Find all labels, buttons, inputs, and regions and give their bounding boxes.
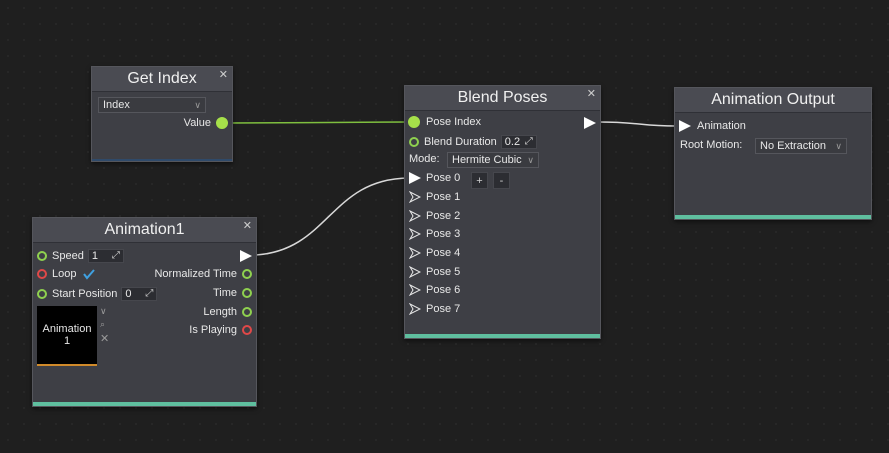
speed-value: 1	[91, 250, 98, 262]
pose-4-label: Pose 4	[426, 247, 461, 259]
blend-output-pin[interactable]	[584, 117, 596, 129]
chevron-down-icon: ∨	[835, 141, 842, 151]
speed-input-pin[interactable]	[37, 251, 47, 261]
time-output-pin[interactable]	[242, 288, 252, 298]
remove-pose-button[interactable]: -	[493, 172, 510, 189]
index-select-value: Index	[103, 99, 130, 111]
animation-output-title: Animation Output	[711, 91, 835, 108]
close-icon[interactable]: ✕	[218, 69, 228, 81]
loop-label: Loop	[52, 268, 77, 280]
root-motion-select[interactable]: No Extraction ∨	[755, 138, 847, 154]
wire-index-to-pose-index	[227, 121, 411, 124]
normalized-time-label: Normalized Time	[154, 268, 237, 280]
blend-poses-header[interactable]: Blend Poses ✕	[405, 86, 600, 111]
value-output-label: Value	[183, 117, 211, 129]
animation-asset-thumbnail[interactable]: Animation 1	[37, 306, 97, 366]
pose-5-label: Pose 5	[426, 266, 461, 278]
pose-3-input-pin[interactable]	[409, 228, 421, 240]
speed-field[interactable]: 1 ⤢	[87, 249, 124, 263]
start-position-label: Start Position	[52, 288, 118, 300]
check-icon	[83, 269, 96, 280]
pose-6-input-pin[interactable]	[409, 284, 421, 296]
get-index-node[interactable]: Get Index ✕ Index ∨ Value	[91, 66, 233, 162]
thumbnail-line2: 1	[63, 335, 71, 347]
blend-duration-field[interactable]: 0.2 ⤢	[500, 135, 537, 149]
length-label: Length	[203, 306, 237, 318]
loop-input-pin[interactable]	[37, 269, 47, 279]
blend-poses-title: Blend Poses	[457, 89, 548, 106]
expand-icon[interactable]: ⤢	[111, 250, 120, 261]
blend-duration-input-pin[interactable]	[409, 137, 419, 147]
time-label: Time	[212, 287, 237, 299]
wire-animation1-to-pose0	[255, 177, 411, 256]
start-position-field[interactable]: 0 ⤢	[121, 287, 158, 301]
animation1-title: Animation1	[104, 221, 185, 238]
is-playing-label: Is Playing	[189, 324, 237, 336]
pose-1-input-pin[interactable]	[409, 191, 421, 203]
expand-icon[interactable]: ⤢	[524, 136, 533, 147]
root-motion-label: Root Motion:	[680, 139, 743, 151]
pose-index-label: Pose Index	[426, 116, 482, 128]
root-motion-value: No Extraction	[760, 140, 827, 152]
wire-blend-to-output	[597, 121, 677, 127]
animation-input-pin[interactable]	[679, 120, 691, 132]
chevron-down-icon: ∨	[194, 100, 201, 110]
pose-5-input-pin[interactable]	[409, 266, 421, 278]
pose-3-label: Pose 3	[426, 228, 461, 240]
animation1-node[interactable]: Animation1 ✕ Speed 1 ⤢ Loop Start Positi…	[32, 217, 257, 407]
pose-0-label: Pose 0	[426, 172, 461, 184]
thumbnail-line1: Animation	[42, 323, 92, 335]
select-asset-icon[interactable]: ∨	[100, 306, 107, 316]
pose-2-label: Pose 2	[426, 210, 461, 222]
blend-duration-value: 0.2	[504, 136, 521, 148]
node-footer	[405, 334, 600, 338]
pose-7-input-pin[interactable]	[409, 303, 421, 315]
pose-6-label: Pose 6	[426, 284, 461, 296]
mode-select-value: Hermite Cubic	[452, 154, 522, 166]
normalized-time-output-pin[interactable]	[242, 269, 252, 279]
clear-asset-icon[interactable]: ✕	[100, 333, 110, 345]
pose-index-input-pin[interactable]	[408, 116, 420, 128]
pose-0-input-pin[interactable]	[409, 172, 421, 184]
node-footer	[675, 215, 871, 219]
pose-7-label: Pose 7	[426, 303, 461, 315]
length-output-pin[interactable]	[242, 307, 252, 317]
animation-output-pin[interactable]	[240, 250, 252, 262]
start-position-input-pin[interactable]	[37, 289, 47, 299]
pose-2-input-pin[interactable]	[409, 210, 421, 222]
blend-duration-label: Blend Duration	[424, 136, 497, 148]
value-output-pin[interactable]	[216, 117, 228, 129]
pose-4-input-pin[interactable]	[409, 247, 421, 259]
mode-select[interactable]: Hermite Cubic ∨	[447, 152, 539, 168]
blend-poses-node[interactable]: Blend Poses ✕ Pose Index Blend Duration …	[404, 85, 601, 339]
mode-label: Mode:	[409, 153, 440, 165]
is-playing-output-pin[interactable]	[242, 325, 252, 335]
animation-output-header[interactable]: Animation Output	[675, 88, 871, 113]
loop-checkbox[interactable]	[82, 268, 96, 280]
index-select[interactable]: Index ∨	[98, 97, 206, 113]
start-position-value: 0	[125, 288, 132, 300]
get-index-title: Get Index	[127, 70, 197, 87]
remove-pose-label: -	[499, 174, 504, 187]
add-pose-button[interactable]: +	[471, 172, 488, 189]
find-asset-icon[interactable]: ⌕	[100, 319, 106, 329]
close-icon[interactable]: ✕	[586, 88, 596, 100]
speed-label: Speed	[52, 250, 84, 262]
pose-1-label: Pose 1	[426, 191, 461, 203]
animation-output-node[interactable]: Animation Output Animation Root Motion: …	[674, 87, 872, 220]
get-index-header[interactable]: Get Index ✕	[92, 67, 232, 92]
expand-icon[interactable]: ⤢	[145, 288, 154, 299]
chevron-down-icon: ∨	[527, 155, 534, 165]
close-icon[interactable]: ✕	[242, 220, 252, 232]
add-pose-label: +	[476, 174, 483, 187]
node-footer	[92, 159, 232, 161]
animation-input-label: Animation	[697, 120, 746, 132]
animation1-header[interactable]: Animation1 ✕	[33, 218, 256, 243]
node-footer	[33, 402, 256, 406]
